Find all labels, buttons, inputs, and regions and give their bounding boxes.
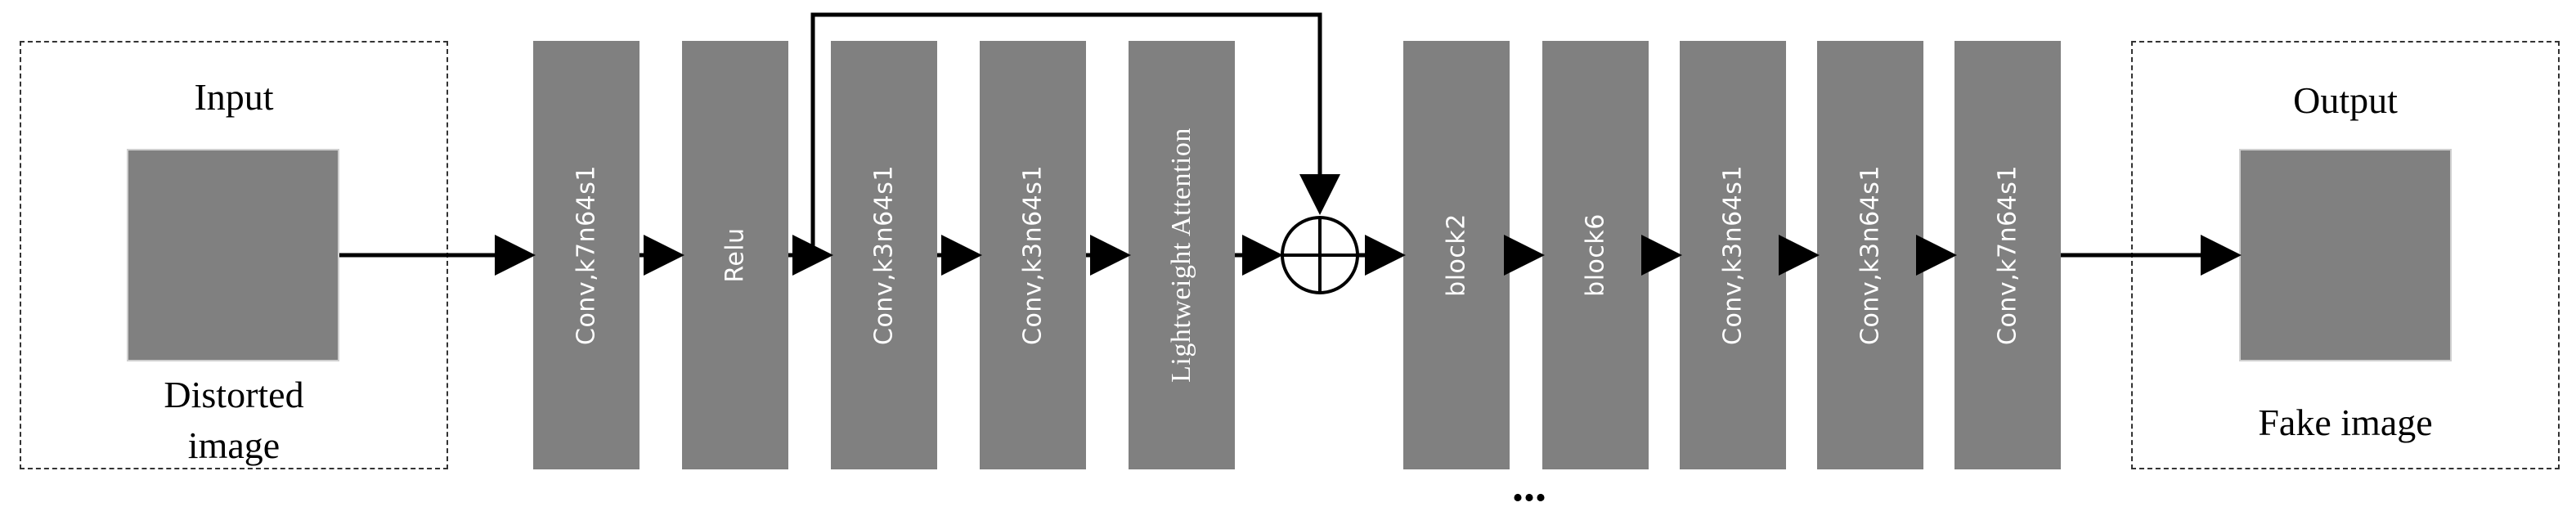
block-lightweight-attention: Lightweight Attention xyxy=(1129,41,1235,469)
skip-connection xyxy=(810,12,1340,255)
block-block6: block6 xyxy=(1542,41,1649,469)
output-image-placeholder xyxy=(2239,149,2452,361)
output-title: Output xyxy=(2293,79,2398,121)
block-conv-k3-3: Conv,k3n64s1 xyxy=(1680,41,1786,469)
input-image-placeholder xyxy=(127,149,339,361)
ellipsis: ... xyxy=(1512,460,1546,511)
block-conv-k7-2: Conv,k7n64s1 xyxy=(1954,41,2061,469)
circle-plus-icon xyxy=(1281,216,1359,294)
input-title: Input xyxy=(194,76,274,118)
block-conv-k3-4: Conv,k3n64s1 xyxy=(1817,41,1923,469)
block-block2: block2 xyxy=(1403,41,1510,469)
block-conv-k3-2: Conv,k3n64s1 xyxy=(980,41,1086,469)
input-caption-line2: image xyxy=(187,424,280,466)
block-conv-k3-1: Conv,k3n64s1 xyxy=(831,41,937,469)
input-caption-line1: Distorted xyxy=(164,374,304,415)
block-relu: Relu xyxy=(682,41,788,469)
block-conv-k7-1: Conv,k7n64s1 xyxy=(533,41,640,469)
output-caption: Fake image xyxy=(2258,402,2433,443)
